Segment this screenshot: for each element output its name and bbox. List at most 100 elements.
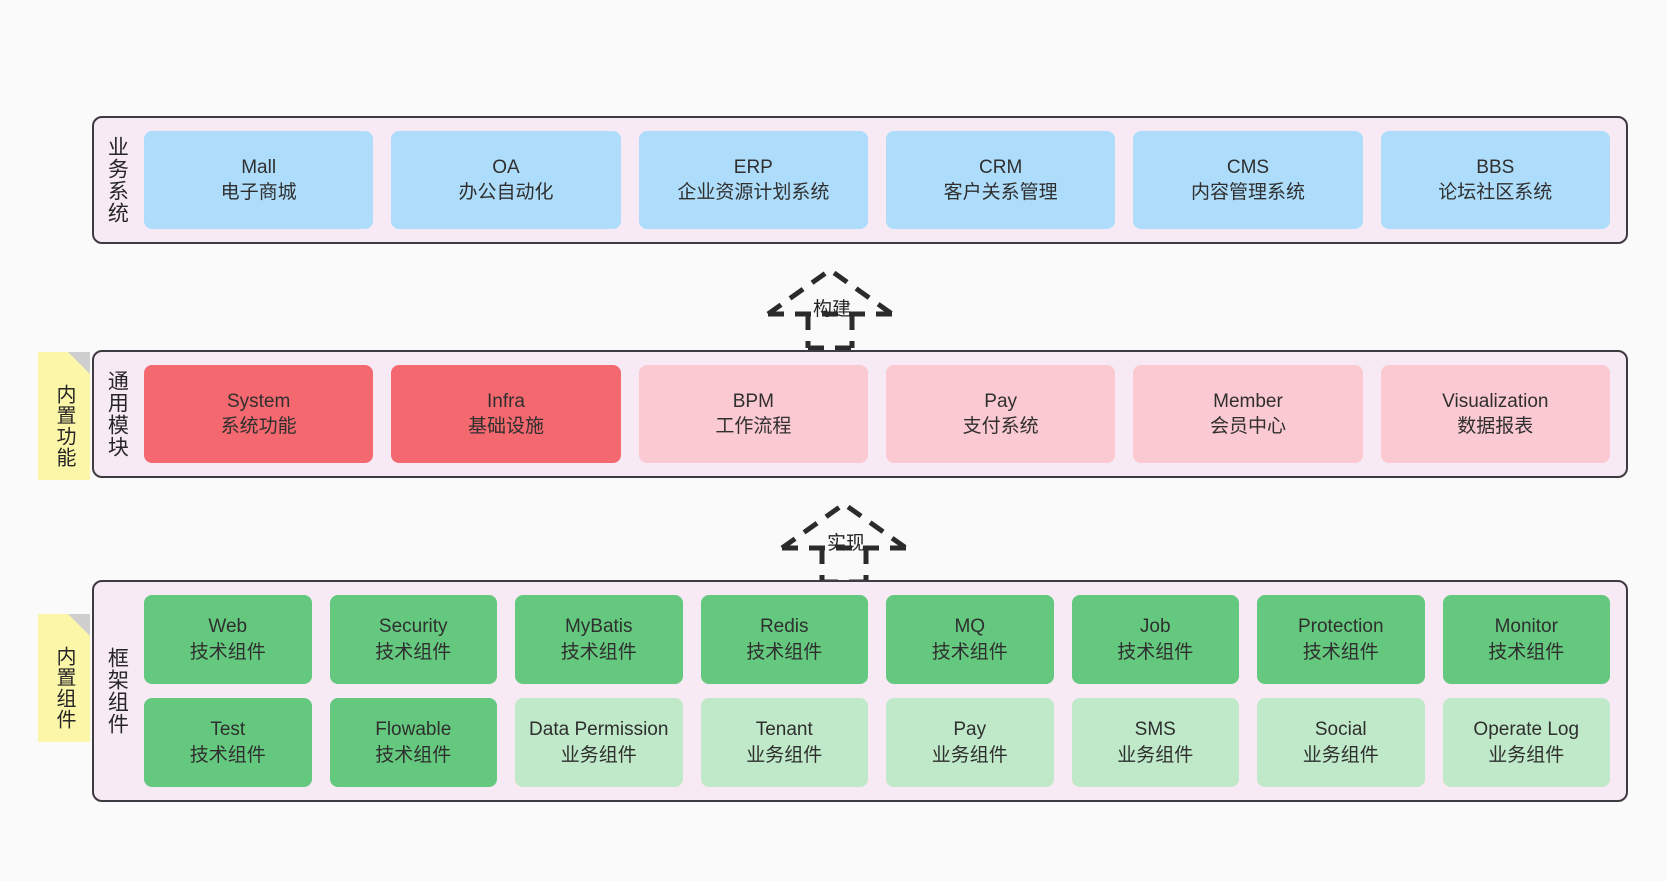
- card-operate-log[interactable]: Operate Log 业务组件: [1442, 698, 1610, 787]
- card-title-cn: 技术组件: [931, 641, 1008, 663]
- note-label: 内置功能: [53, 384, 75, 468]
- card-title-en: Web: [208, 616, 248, 638]
- card-title-cn: 办公自动化: [458, 182, 554, 203]
- card-monitor[interactable]: Monitor 技术组件: [1442, 595, 1610, 684]
- card-job[interactable]: Job 技术组件: [1071, 595, 1239, 684]
- card-title-en: SMS: [1134, 719, 1176, 741]
- note-label: 内置组件: [53, 646, 75, 730]
- layer-common-module-title: 通用模块: [105, 370, 129, 458]
- card-protection[interactable]: Protection 技术组件: [1257, 595, 1425, 684]
- card-row: Mall 电子商城 OA 办公自动化 ERP 企业资源计划系统 CRM 客户关系…: [144, 131, 1610, 229]
- card-title-cn: 业务组件: [1117, 744, 1194, 766]
- card-title-en: BPM: [732, 390, 774, 412]
- card-pay[interactable]: Pay 支付系统: [885, 365, 1116, 463]
- card-title-cn: 会员中心: [1209, 416, 1286, 437]
- card-title-cn: 业务组件: [560, 744, 637, 766]
- card-title-cn: 技术组件: [189, 744, 266, 766]
- card-title-cn: 论坛社区系统: [1438, 182, 1553, 203]
- card-title-cn: 业务组件: [746, 744, 823, 766]
- card-title-cn: 数据报表: [1457, 416, 1534, 437]
- note-fold-icon: [68, 614, 90, 636]
- card-title-cn: 系统功能: [220, 416, 297, 437]
- card-social[interactable]: Social 业务组件: [1257, 698, 1425, 787]
- card-visualization[interactable]: Visualization 数据报表: [1380, 365, 1610, 463]
- card-title-en: Job: [1139, 616, 1171, 638]
- card-title-cn: 技术组件: [375, 744, 452, 766]
- card-title-en: Infra: [486, 390, 525, 412]
- card-mq[interactable]: MQ 技术组件: [886, 595, 1054, 684]
- card-title-en: Monitor: [1494, 616, 1558, 638]
- card-title-en: Operate Log: [1473, 719, 1580, 741]
- card-title-en: Pay: [984, 390, 1018, 412]
- card-redis[interactable]: Redis 技术组件: [700, 595, 868, 684]
- card-title-en: Protection: [1297, 616, 1384, 638]
- layer-framework-component: 框架组件 Web 技术组件 Security 技术组件 MyBatis 技术组件…: [92, 580, 1628, 802]
- card-security[interactable]: Security 技术组件: [329, 595, 497, 684]
- card-crm[interactable]: CRM 客户关系管理: [885, 131, 1116, 229]
- card-title-en: Data Permission: [529, 719, 669, 741]
- card-title-cn: 内容管理系统: [1190, 182, 1305, 203]
- card-member[interactable]: Member 会员中心: [1133, 365, 1363, 463]
- card-title-cn: 技术组件: [189, 641, 266, 663]
- card-sms[interactable]: SMS 业务组件: [1071, 698, 1239, 787]
- card-title-en: ERP: [733, 156, 773, 178]
- card-web[interactable]: Web 技术组件: [144, 595, 312, 684]
- layer-business-system-body: Mall 电子商城 OA 办公自动化 ERP 企业资源计划系统 CRM 客户关系…: [138, 118, 1626, 242]
- card-test[interactable]: Test 技术组件: [144, 698, 312, 787]
- card-infra[interactable]: Infra 基础设施: [391, 365, 621, 463]
- card-title-en: Redis: [759, 616, 809, 638]
- note-builtin-features: 内置功能: [38, 352, 90, 480]
- layer-common-module-body: System 系统功能 Infra 基础设施 BPM 工作流程 Pay 支付系统…: [138, 352, 1626, 476]
- card-row: Web 技术组件 Security 技术组件 MyBatis 技术组件 Redi…: [144, 595, 1610, 684]
- card-title-cn: 业务组件: [1302, 744, 1379, 766]
- layer-business-system: 业务系统 Mall 电子商城 OA 办公自动化 ERP 企业资源计划系统 CRM…: [92, 116, 1628, 244]
- card-bbs[interactable]: BBS 论坛社区系统: [1380, 131, 1610, 229]
- card-mybatis[interactable]: MyBatis 技术组件: [515, 595, 683, 684]
- card-title-cn: 客户关系管理: [943, 182, 1058, 203]
- card-title-cn: 技术组件: [1488, 641, 1565, 663]
- card-title-cn: 技术组件: [746, 641, 823, 663]
- card-title-en: Member: [1213, 390, 1283, 412]
- card-row: Test 技术组件 Flowable 技术组件 Data Permission …: [144, 698, 1610, 787]
- card-title-en: Social: [1314, 719, 1367, 741]
- card-title-en: Mall: [241, 156, 277, 178]
- card-mall[interactable]: Mall 电子商城: [144, 131, 374, 229]
- card-title-en: Flowable: [375, 719, 452, 741]
- card-title-cn: 支付系统: [962, 416, 1039, 437]
- card-oa[interactable]: OA 办公自动化: [391, 131, 621, 229]
- card-title-en: Test: [210, 719, 246, 741]
- card-title-en: Tenant: [755, 719, 813, 741]
- card-data-permission[interactable]: Data Permission 业务组件: [515, 698, 683, 787]
- card-pay-business[interactable]: Pay 业务组件: [886, 698, 1054, 787]
- note-builtin-components: 内置组件: [38, 614, 90, 742]
- connector-implement-label: 实现: [827, 533, 866, 554]
- card-system[interactable]: System 系统功能: [144, 365, 374, 463]
- card-title-en: Visualization: [1442, 390, 1549, 412]
- card-bpm[interactable]: BPM 工作流程: [638, 365, 868, 463]
- card-row: System 系统功能 Infra 基础设施 BPM 工作流程 Pay 支付系统…: [144, 365, 1610, 463]
- card-title-cn: 企业资源计划系统: [677, 182, 830, 203]
- card-flowable[interactable]: Flowable 技术组件: [329, 698, 497, 787]
- connector-build-label: 构建: [813, 299, 852, 320]
- card-title-en: MyBatis: [564, 616, 633, 638]
- card-erp[interactable]: ERP 企业资源计划系统: [638, 131, 868, 229]
- layer-business-system-title: 业务系统: [105, 136, 129, 224]
- card-title-en: MQ: [954, 616, 986, 638]
- card-title-cn: 技术组件: [375, 641, 452, 663]
- card-title-cn: 电子商城: [220, 182, 297, 203]
- card-tenant[interactable]: Tenant 业务组件: [700, 698, 868, 787]
- card-title-en: CMS: [1226, 156, 1270, 178]
- card-title-en: OA: [492, 156, 520, 178]
- card-title-en: BBS: [1476, 156, 1515, 178]
- card-title-cn: 技术组件: [1302, 641, 1379, 663]
- layer-framework-component-title: 框架组件: [105, 647, 129, 735]
- card-cms[interactable]: CMS 内容管理系统: [1133, 131, 1363, 229]
- card-title-cn: 基础设施: [467, 416, 544, 437]
- card-title-cn: 技术组件: [1117, 641, 1194, 663]
- note-fold-icon: [68, 352, 90, 374]
- card-title-en: Pay: [953, 719, 987, 741]
- card-title-cn: 业务组件: [931, 744, 1008, 766]
- card-title-cn: 工作流程: [715, 416, 792, 437]
- card-title-en: System: [226, 390, 291, 412]
